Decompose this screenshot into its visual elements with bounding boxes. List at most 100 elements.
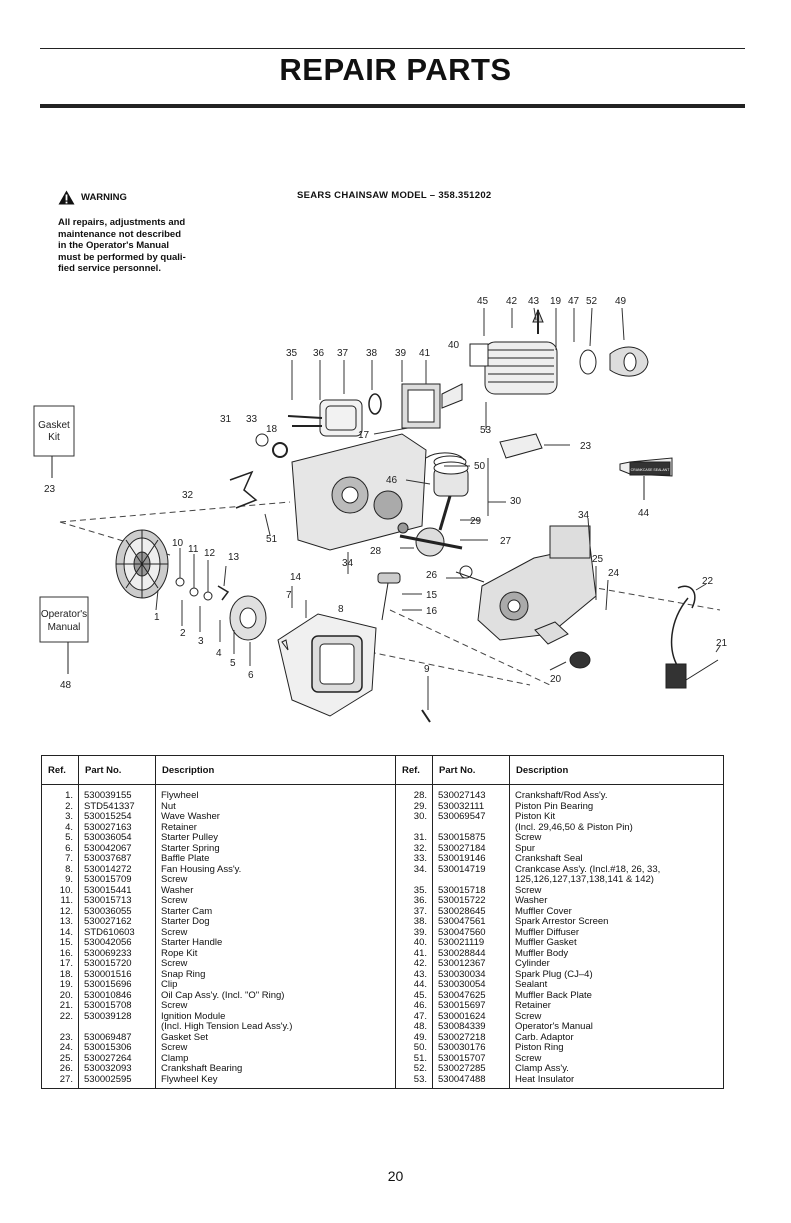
callout: 35	[286, 348, 298, 359]
description-cell: Screw	[155, 1000, 396, 1012]
part-no-cell: 530047488	[432, 1074, 510, 1089]
description-cell: Piston Ring	[509, 1042, 724, 1054]
callout: 45	[477, 296, 489, 307]
warning-line: maintenance not described	[58, 228, 182, 240]
part-no-cell: 530084339	[432, 1021, 510, 1033]
part-no-cell: 530015720	[78, 958, 156, 970]
gasket-kit-box: Gasket Kit 23	[33, 405, 75, 495]
part-no-cell: 530015254	[78, 811, 156, 823]
part-no-cell: 530015696	[78, 979, 156, 991]
gasket-kit-ref: 23	[44, 484, 56, 495]
callout: 32	[182, 490, 194, 501]
model-line: SEARS CHAINSAW MODEL – 358.351202	[297, 190, 492, 201]
ref-cell	[395, 875, 433, 886]
crankcase-left	[229, 433, 427, 551]
description-cell: Spark Arrestor Screen	[509, 916, 724, 928]
description-cell: Clamp Ass'y.	[509, 1063, 724, 1075]
ref-cell	[41, 1022, 79, 1033]
description-cell: Screw	[155, 874, 396, 886]
callout: 30	[510, 496, 522, 507]
description-cell: Piston Pin Bearing	[509, 801, 724, 812]
header-description: Description	[155, 755, 396, 785]
ref-cell: 13.	[41, 916, 79, 928]
table-header-row: Ref. Part No. Description Ref. Part No. …	[41, 755, 724, 785]
callout: 11	[188, 544, 199, 555]
sealant-tube: CRANKCASE SEALANT	[619, 457, 673, 500]
callout: 5	[230, 658, 236, 669]
callout: 17	[358, 430, 370, 441]
callout: 47	[568, 296, 580, 307]
part-no-cell: 530015713	[78, 895, 156, 907]
title-underline	[40, 104, 745, 108]
callout: 7	[286, 590, 292, 601]
part-no-cell: 530039128	[78, 1011, 156, 1022]
callout: 41	[419, 348, 431, 359]
parts-table: Ref. Part No. Description Ref. Part No. …	[41, 755, 724, 1089]
callout: 28	[370, 546, 382, 557]
description-cell: Heat Insulator	[509, 1074, 724, 1089]
ref-cell: 21.	[41, 1000, 79, 1012]
ref-cell: 42.	[395, 958, 433, 970]
callout: 2	[180, 628, 186, 639]
description-cell: Crankshaft Seal	[509, 853, 724, 865]
ref-cell: 1.	[41, 784, 79, 802]
operators-manual-label: Operator's	[41, 609, 87, 620]
callout: 13	[228, 552, 240, 563]
ref-cell: 24.	[41, 1042, 79, 1054]
part-no-cell: 530027162	[78, 916, 156, 928]
callout: 34	[578, 510, 590, 521]
callout: 14	[290, 572, 302, 583]
callout: 37	[337, 348, 349, 359]
part-no-cell: 530032093	[78, 1063, 156, 1075]
description-cell: Fan Housing Ass'y.	[155, 864, 396, 875]
callout: 6	[248, 670, 254, 681]
part-no-cell: 530015306	[78, 1042, 156, 1054]
header-ref: Ref.	[395, 755, 433, 785]
description-cell: Sealant	[509, 979, 724, 991]
callout: 21	[716, 638, 728, 649]
callout: 33	[246, 414, 258, 425]
ref-cell: 53.	[395, 1074, 433, 1089]
callout: 20	[550, 674, 562, 685]
ref-cell: 38.	[395, 916, 433, 928]
exploded-parts-diagram: Gasket Kit 23 Operator's Manual 48	[33, 296, 728, 723]
cylinder	[469, 308, 649, 395]
callout: 12	[204, 548, 216, 559]
warning-text: All repairs, adjustments and maintenance…	[58, 217, 228, 275]
callout: 39	[395, 348, 407, 359]
description-cell: Muffler Gasket	[509, 937, 724, 949]
ref-cell: 22.	[41, 1011, 79, 1022]
header-ref: Ref.	[41, 755, 79, 785]
callout: 22	[702, 576, 714, 587]
callout: 18	[266, 424, 278, 435]
callout: 36	[313, 348, 325, 359]
callout: 10	[172, 538, 184, 549]
description-cell: Screw	[509, 1011, 724, 1022]
ref-cell: 40.	[395, 937, 433, 949]
part-no-cell: 530036054	[78, 832, 156, 844]
ref-cell: 26.	[41, 1063, 79, 1075]
description-cell: Clip	[155, 979, 396, 991]
description-cell: Flywheel	[155, 784, 396, 802]
description-cell: Flywheel Key	[155, 1074, 396, 1089]
callout: 26	[426, 570, 438, 581]
callout: 40	[448, 340, 460, 351]
warning-line: fied service personnel.	[58, 263, 161, 274]
callout: 44	[638, 508, 650, 519]
ref-cell: 48.	[395, 1021, 433, 1033]
part-no-cell: 530047561	[432, 916, 510, 928]
description-cell: Gasket Set	[155, 1032, 396, 1043]
